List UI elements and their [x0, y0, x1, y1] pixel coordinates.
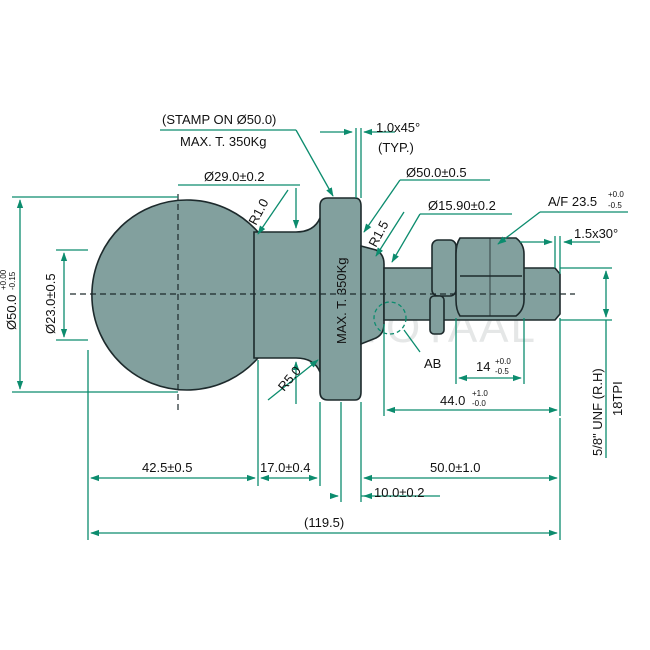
svg-text:+0.00: +0.00	[0, 269, 8, 290]
svg-text:14: 14	[476, 359, 490, 374]
svg-text:17.0±0.4: 17.0±0.4	[260, 460, 311, 475]
flange-diameter-dim: Ø50.0±0.5	[363, 165, 490, 233]
svg-text:18TPI: 18TPI	[610, 381, 625, 416]
svg-text:-0.5: -0.5	[495, 367, 509, 376]
nut-af-dim: A/F 23.5 +0.0 -0.5	[497, 190, 628, 245]
svg-text:R1.0: R1.0	[245, 196, 271, 227]
washer	[431, 239, 457, 297]
spring-washer	[429, 295, 445, 335]
svg-text:MAX. T. 350Kg: MAX. T. 350Kg	[180, 134, 266, 149]
svg-text:42.5±0.5: 42.5±0.5	[142, 460, 193, 475]
inner-diameter-dim: Ø23.0±0.5	[43, 249, 88, 341]
stamp-on-flange: MAX. T. 350Kg	[334, 258, 349, 344]
r5-0-dim: R5.0	[267, 359, 319, 401]
thread-spec-dim: 5/8" UNF (R.H) 18TPI	[560, 267, 625, 458]
svg-text:A/F 23.5: A/F 23.5	[548, 194, 597, 209]
svg-text:-0.5: -0.5	[608, 201, 622, 210]
svg-text:50.0±1.0: 50.0±1.0	[430, 460, 481, 475]
ball	[91, 199, 259, 391]
shank-length-dim: 50.0±1.0	[363, 460, 558, 482]
svg-text:-0.15: -0.15	[8, 271, 17, 290]
svg-text:44.0: 44.0	[440, 393, 465, 408]
end-chamfer-dim: 1.5x30°	[520, 226, 618, 274]
svg-text:+0.0: +0.0	[608, 190, 624, 199]
svg-text:(119.5): (119.5)	[304, 515, 344, 530]
neck-length-dim: 17.0±0.4	[260, 460, 318, 482]
svg-text:AB: AB	[424, 356, 441, 371]
svg-text:+0.0: +0.0	[495, 357, 511, 366]
detail-ab: AB	[373, 301, 441, 371]
svg-text:Ø15.90±0.2: Ø15.90±0.2	[428, 198, 496, 213]
svg-text:Ø50.0: Ø50.0	[4, 295, 19, 330]
svg-text:R5.0: R5.0	[275, 363, 304, 394]
svg-text:1.0x45°: 1.0x45°	[376, 120, 420, 135]
ball-length-dim: 42.5±0.5	[90, 460, 256, 482]
thread-length-dim: 44.0 +1.0 -0.0	[383, 318, 561, 416]
thread-diameter-dim: Ø15.90±0.2	[391, 198, 512, 263]
stamp-callout: (STAMP ON Ø50.0) MAX. T. 350Kg	[160, 112, 334, 197]
svg-text:(TYP.): (TYP.)	[378, 140, 414, 155]
svg-text:1.5x30°: 1.5x30°	[574, 226, 618, 241]
shank-step	[360, 244, 385, 346]
neck-diameter-dim: Ø29.0±0.2	[178, 169, 300, 404]
flange-length-dim: 10.0±0.2	[329, 485, 440, 500]
nut-length-dim: 14 +0.0 -0.5	[455, 318, 525, 384]
neck	[253, 217, 321, 373]
chamfer-dim: 1.0x45° (TYP.)	[320, 120, 420, 198]
svg-text:R1.5: R1.5	[365, 218, 391, 249]
svg-text:Ø29.0±0.2: Ø29.0±0.2	[204, 169, 265, 184]
svg-text:-0.0: -0.0	[472, 399, 486, 408]
flange-collar	[319, 197, 362, 401]
ball-diameter-dim: Ø50.0 +0.00 -0.15	[0, 196, 178, 393]
svg-text:Ø23.0±0.5: Ø23.0±0.5	[43, 273, 58, 334]
svg-text:5/8" UNF (R.H): 5/8" UNF (R.H)	[590, 368, 605, 456]
svg-text:10.0±0.2: 10.0±0.2	[374, 485, 425, 500]
total-length-dim: (119.5)	[90, 515, 558, 537]
svg-text:+1.0: +1.0	[472, 389, 488, 398]
svg-text:(STAMP ON Ø50.0): (STAMP ON Ø50.0)	[162, 112, 276, 127]
svg-text:Ø50.0±0.5: Ø50.0±0.5	[406, 165, 467, 180]
